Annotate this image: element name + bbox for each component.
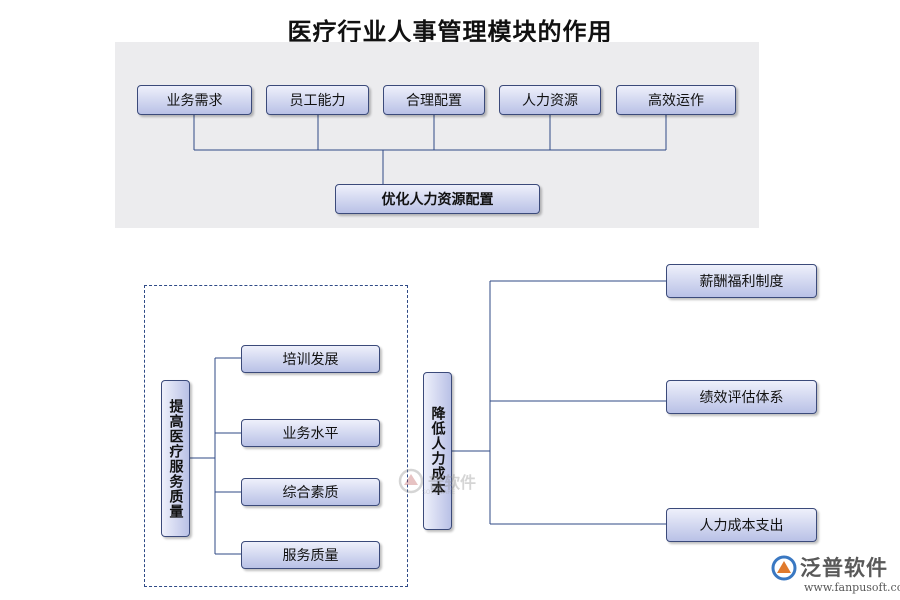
left-item-training: 培训发展 bbox=[241, 345, 380, 373]
input-box-business-demand: 业务需求 bbox=[137, 85, 252, 115]
right-root-label: 降低人力成本 bbox=[429, 406, 446, 496]
diagram-title: 医疗行业人事管理模块的作用 bbox=[287, 17, 613, 46]
left-root-label: 提高医疗服务质量 bbox=[167, 398, 184, 519]
watermark-corner: 泛普软件 www.fanpusoft.com bbox=[770, 552, 900, 598]
left-item-business-level: 业务水平 bbox=[241, 419, 380, 447]
input-box-efficient-operation: 高效运作 bbox=[616, 85, 736, 115]
watermark-center-text: 普软件 bbox=[428, 473, 477, 492]
watermark-url: www.fanpusoft.com bbox=[804, 581, 900, 594]
right-root-box: 降低人力成本 bbox=[423, 372, 452, 530]
input-box-staff-ability: 员工能力 bbox=[266, 85, 369, 115]
right-item-salary-welfare: 薪酬福利制度 bbox=[666, 264, 817, 298]
right-item-labor-cost: 人力成本支出 bbox=[666, 508, 817, 542]
result-box-optimize-allocation: 优化人力资源配置 bbox=[335, 184, 540, 214]
input-box-rational-allocation: 合理配置 bbox=[383, 85, 485, 115]
left-item-service-quality: 服务质量 bbox=[241, 541, 380, 569]
watermark-center-sub: SOFTWARE bbox=[422, 489, 456, 496]
watermark-brand: 泛普软件 bbox=[800, 556, 888, 580]
fanpu-logo-icon bbox=[771, 555, 797, 581]
input-box-human-resources: 人力资源 bbox=[499, 85, 601, 115]
watermark-logo-icon bbox=[398, 468, 424, 494]
watermark-center: 普软件 SOFTWARE bbox=[398, 468, 477, 496]
left-group-frame bbox=[144, 285, 408, 587]
right-item-performance-evaluation: 绩效评估体系 bbox=[666, 380, 817, 414]
left-item-overall-quality: 综合素质 bbox=[241, 478, 380, 506]
left-root-box: 提高医疗服务质量 bbox=[161, 380, 190, 537]
